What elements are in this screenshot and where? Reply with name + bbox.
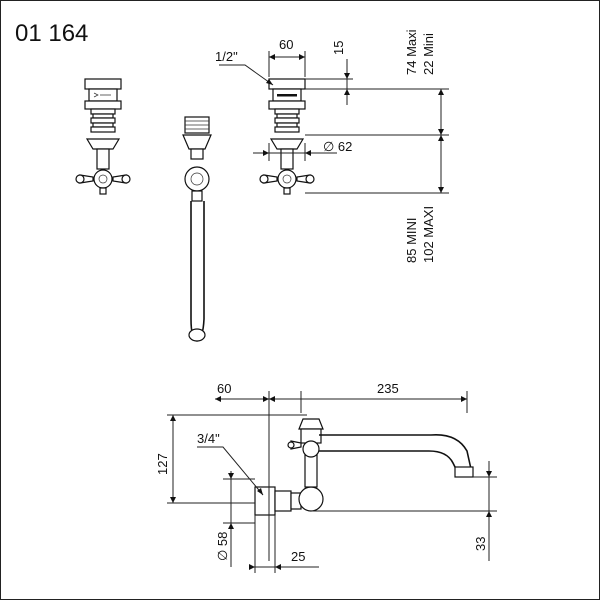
wall-offset-label: 60 bbox=[217, 381, 231, 396]
width-label: 60 bbox=[279, 37, 293, 52]
right-valve-elevation bbox=[259, 78, 315, 195]
offset-label: 15 bbox=[331, 41, 346, 55]
side-view-assembly bbox=[254, 418, 474, 516]
side-view-dimensions bbox=[167, 391, 497, 573]
spout-front-view bbox=[182, 116, 212, 342]
side-flange-diameter-label: ∅ 58 bbox=[215, 532, 230, 561]
thread-wall-label: 3/4" bbox=[197, 431, 220, 446]
depth-label: 25 bbox=[291, 549, 305, 564]
height-below-min-label: 85 MINI bbox=[404, 217, 419, 263]
reference-code: 01 164 bbox=[15, 20, 88, 47]
left-valve-elevation bbox=[75, 78, 131, 195]
spout-height-label: 33 bbox=[473, 537, 488, 551]
height-below-max-label: 102 MAXI bbox=[421, 206, 436, 263]
height-above-min-label: 22 Mini bbox=[421, 33, 436, 75]
height-label: 127 bbox=[155, 453, 170, 475]
thread-inlet-label: 1/2" bbox=[215, 49, 238, 64]
top-view-dimensions bbox=[219, 51, 449, 194]
spout-reach-label: 235 bbox=[377, 381, 399, 396]
flange-diameter-label: ∅ 62 bbox=[323, 139, 352, 154]
height-above-max-label: 74 Maxi bbox=[404, 29, 419, 75]
